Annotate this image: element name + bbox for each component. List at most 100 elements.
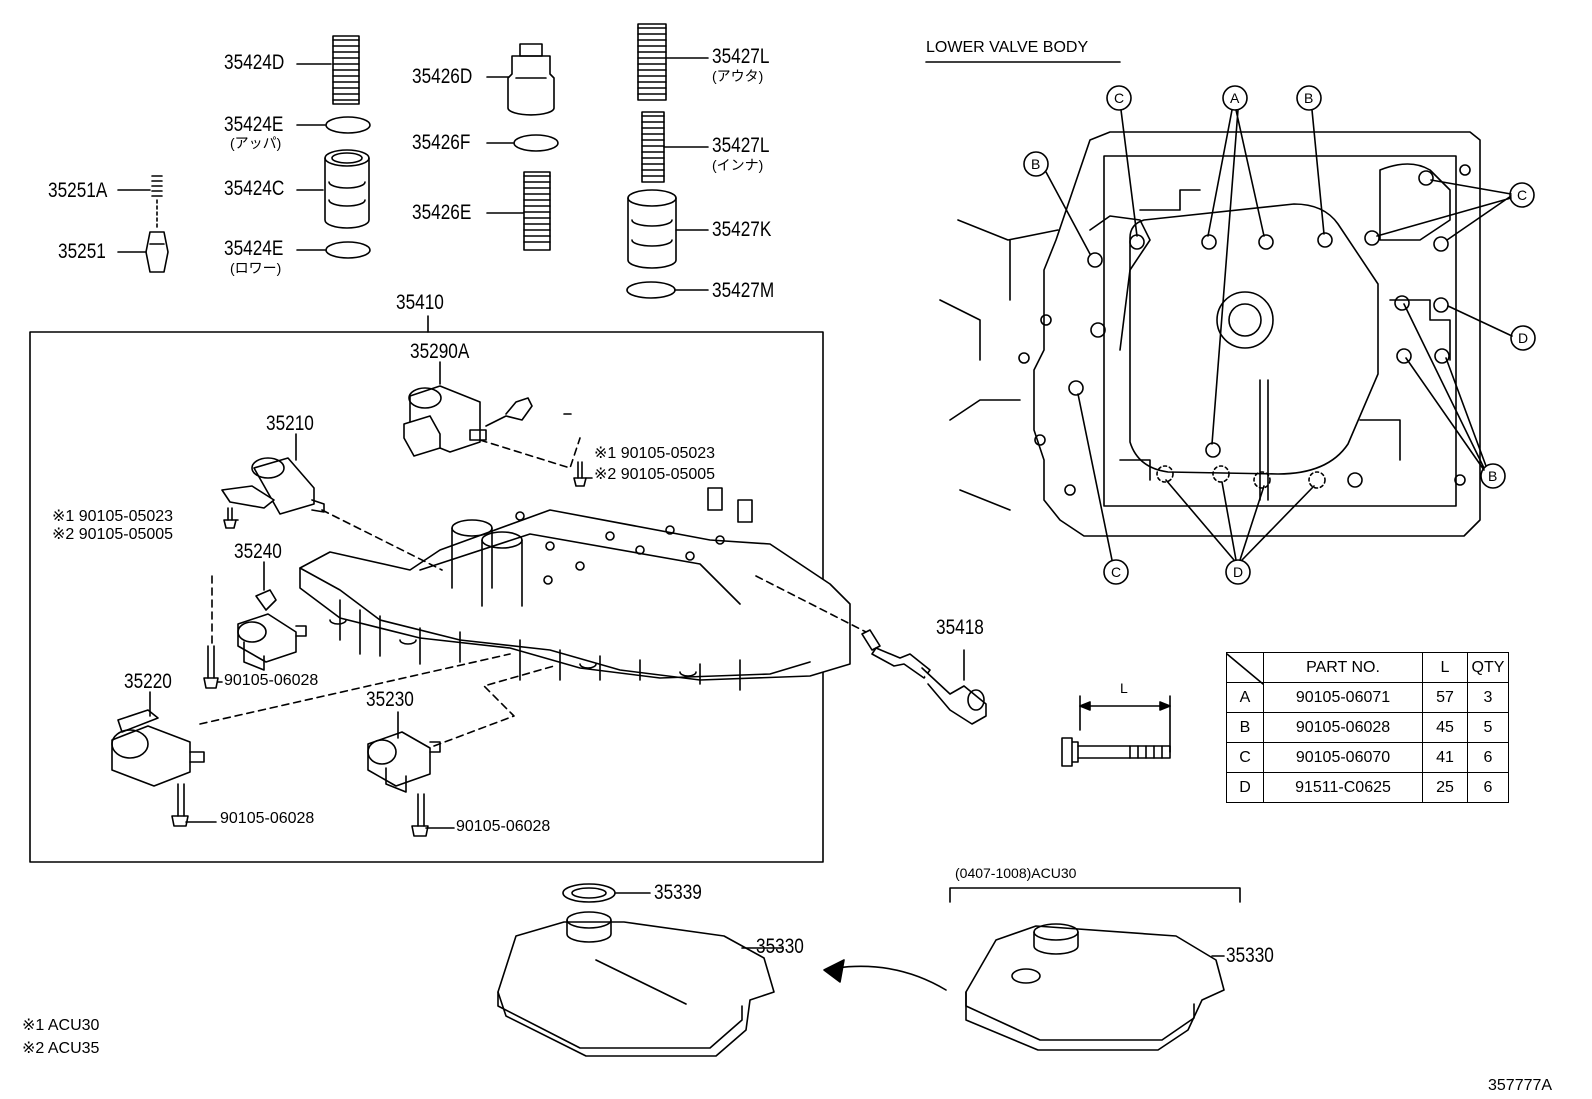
table-row: B 90105-06028 45 5 — [1226, 712, 1509, 743]
gasket-35339 — [562, 883, 616, 903]
table-cell-l: 41 — [1422, 742, 1468, 773]
bolt-90105-05023-top — [573, 461, 587, 487]
spring-35426E — [523, 171, 551, 251]
table-cell-qty: 5 — [1467, 712, 1509, 743]
callout-35426D[interactable]: 35426D — [412, 65, 473, 88]
check-ball-35251 — [145, 231, 169, 273]
letter-b-top: B — [1304, 90, 1314, 106]
solenoid-35240 — [237, 589, 307, 671]
callout-35240[interactable]: 35240 — [234, 540, 282, 563]
model-bracket — [949, 887, 1241, 903]
callout-35427M[interactable]: 35427M — [712, 279, 775, 302]
bolt-label-a2[interactable]: ※2 90105-05005 — [594, 466, 716, 483]
table-cell-part[interactable]: 90105-06071 — [1263, 682, 1423, 713]
callout-35424C[interactable]: 35424C — [224, 177, 285, 200]
parts-table: PART NO. L QTY A 90105-06071 57 3 B 9010… — [1226, 652, 1509, 803]
callout-35427K[interactable]: 35427K — [712, 218, 772, 241]
letter-d-right: D — [1518, 330, 1529, 346]
callout-35427L-inner-sub: (インナ) — [712, 157, 764, 173]
note-acu30: ※1 ACU30 — [22, 1017, 100, 1034]
callout-35424E-lower[interactable]: 35424E — [224, 237, 284, 260]
table-cell-l: 57 — [1422, 682, 1468, 713]
assembly-lines — [199, 413, 867, 747]
callout-35424E-lower-sub: (ロワー) — [230, 260, 282, 276]
arrow-head — [823, 959, 845, 983]
oil-strainer-35330-left — [497, 911, 783, 1057]
note-acu35: ※2 ACU35 — [22, 1040, 100, 1057]
sleeve-35424C — [324, 149, 370, 229]
model-range-note: (0407-1008)ACU30 — [955, 865, 1077, 881]
solenoid-35290A — [403, 385, 533, 457]
callout-35330-left[interactable]: 35330 — [756, 935, 804, 958]
table-header-corner — [1226, 652, 1264, 683]
callout-35424E-upper[interactable]: 35424E — [224, 113, 284, 136]
callout-35290A[interactable]: 35290A — [410, 340, 470, 363]
spring-35424D — [332, 35, 360, 105]
bolt-label-d[interactable]: 90105-06028 — [220, 810, 315, 827]
callout-35220[interactable]: 35220 — [124, 670, 172, 693]
oil-strainer-35330-right — [965, 923, 1225, 1051]
spring-35251A — [151, 175, 163, 231]
callout-35426E[interactable]: 35426E — [412, 201, 472, 224]
bolt-label-c[interactable]: 90105-06028 — [224, 672, 319, 689]
bolt-length-label: L — [1120, 680, 1128, 696]
valve-body-35410 — [299, 487, 851, 691]
letter-c-bottom: C — [1111, 564, 1122, 580]
bolt-90105-05023-left — [223, 507, 237, 529]
letter-c-top: C — [1114, 90, 1125, 106]
bolt-90105-06028-c — [411, 793, 429, 837]
callout-35424D[interactable]: 35424D — [224, 51, 285, 74]
table-cell-key: D — [1226, 772, 1264, 803]
callout-35230[interactable]: 35230 — [366, 688, 414, 711]
callout-35427L-inner[interactable]: 35427L — [712, 134, 770, 157]
arrow-curve — [835, 965, 947, 991]
table-cell-qty: 6 — [1467, 742, 1509, 773]
table-row: A 90105-06071 57 3 — [1226, 682, 1509, 713]
callout-35339[interactable]: 35339 — [654, 881, 702, 904]
bolt-dimension-sketch — [1061, 695, 1171, 767]
bolt-label-b1[interactable]: ※1 90105-05023 — [52, 508, 174, 525]
plunger-35426D — [507, 43, 555, 116]
callout-leaders — [1045, 109, 1513, 561]
table-cell-key: B — [1226, 712, 1264, 743]
callout-35427L-outer[interactable]: 35427L — [712, 45, 770, 68]
callout-35330-right[interactable]: 35330 — [1226, 944, 1274, 967]
letter-a-top: A — [1230, 90, 1240, 106]
o-ring-35427M — [626, 281, 676, 299]
table-cell-key: A — [1226, 682, 1264, 713]
bolt-90105-06028-a — [203, 645, 219, 689]
bolt-label-a1[interactable]: ※1 90105-05023 — [594, 445, 716, 462]
letter-c-right: C — [1517, 187, 1528, 203]
section-title: LOWER VALVE BODY — [926, 39, 1089, 56]
bolt-90105-06028-b — [171, 783, 189, 827]
bolt-label-b2[interactable]: ※2 90105-05005 — [52, 526, 174, 543]
letter-b-left: B — [1031, 156, 1041, 172]
table-header-l: L — [1422, 652, 1468, 683]
bolt-label-e[interactable]: 90105-06028 — [456, 818, 551, 835]
table-header-part: PART NO. — [1263, 652, 1423, 683]
table-row: C 90105-06070 41 6 — [1226, 742, 1509, 773]
table-cell-part[interactable]: 90105-06028 — [1263, 712, 1423, 743]
table-cell-part[interactable]: 91511-C0625 — [1263, 772, 1423, 803]
lower-valve-body-illustration — [939, 131, 1481, 537]
table-cell-qty: 6 — [1467, 772, 1509, 803]
tube-35418 — [861, 629, 987, 725]
solenoid-35230 — [367, 731, 441, 793]
sleeve-35427K — [627, 189, 677, 269]
callout-35251[interactable]: 35251 — [58, 240, 106, 263]
callout-35251A[interactable]: 35251A — [48, 179, 108, 202]
table-row: D 91511-C0625 25 6 — [1226, 772, 1509, 803]
table-cell-part[interactable]: 90105-06070 — [1263, 742, 1423, 773]
solenoid-35210 — [221, 457, 325, 515]
table-cell-key: C — [1226, 742, 1264, 773]
callout-35418[interactable]: 35418 — [936, 616, 984, 639]
illustration-code: 357777A — [1488, 1077, 1553, 1094]
callout-35410[interactable]: 35410 — [396, 291, 444, 314]
letter-d-bottom: D — [1233, 564, 1244, 580]
callout-circles — [1023, 85, 1536, 585]
spring-35427L-outer — [637, 23, 667, 101]
callout-35426F[interactable]: 35426F — [412, 131, 471, 154]
o-ring-35426F — [513, 134, 559, 152]
callout-35210[interactable]: 35210 — [266, 412, 314, 435]
